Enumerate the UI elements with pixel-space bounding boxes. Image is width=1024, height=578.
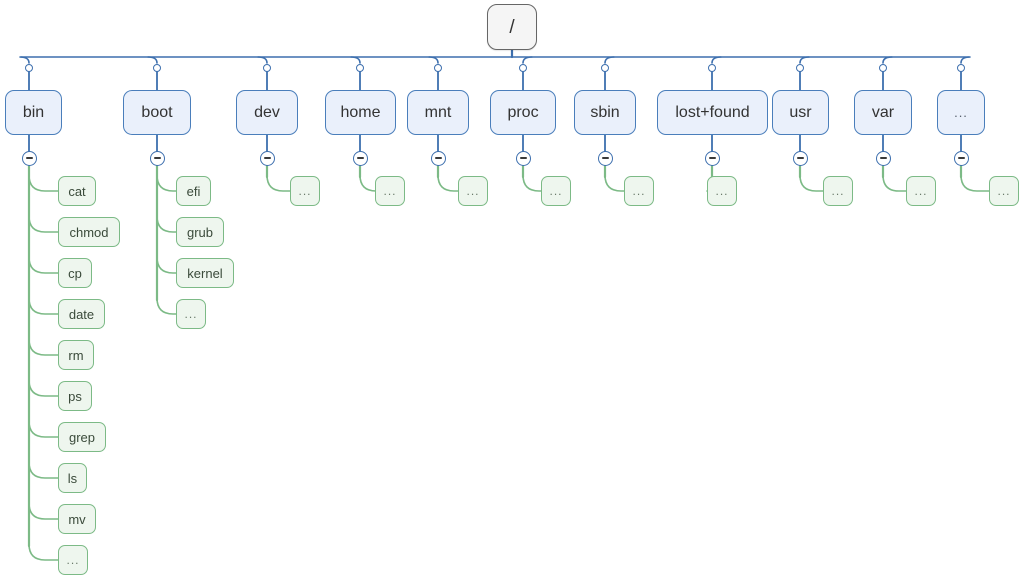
tree-node-bin-cp[interactable]: cp: [58, 258, 92, 288]
tree-node-boot-kernel[interactable]: kernel: [176, 258, 234, 288]
tree-node-home-ellipsis[interactable]: ...: [375, 176, 405, 206]
collapse-toggle-home[interactable]: [352, 150, 368, 166]
tree-node-boot-ellipsis[interactable]: ...: [176, 299, 206, 329]
tree-node-dev[interactable]: dev: [236, 90, 298, 135]
tree-node-bin-grep[interactable]: grep: [58, 422, 106, 452]
tree-node-sbin-ellipsis[interactable]: ...: [624, 176, 654, 206]
tree-node-bin-ls[interactable]: ls: [58, 463, 87, 493]
minus-icon: [879, 157, 887, 159]
tree-node-proc[interactable]: proc: [490, 90, 556, 135]
minus-icon: [263, 157, 271, 159]
collapse-toggle-dev[interactable]: [259, 150, 275, 166]
tree-node-root[interactable]: /: [487, 4, 537, 50]
tree-node-mnt[interactable]: mnt: [407, 90, 469, 135]
tree-node-bin-ellipsis[interactable]: ...: [58, 545, 88, 575]
minus-icon: [796, 157, 804, 159]
tree-node-var[interactable]: var: [854, 90, 912, 135]
tree-node-usr-ellipsis[interactable]: ...: [823, 176, 853, 206]
tree-node-boot-grub[interactable]: grub: [176, 217, 224, 247]
collapse-toggle-mnt[interactable]: [430, 150, 446, 166]
tree-node-mnt-ellipsis[interactable]: ...: [458, 176, 488, 206]
tree-node-ellipsis-ellipsis[interactable]: ...: [989, 176, 1019, 206]
branch-point-dot-dev: [263, 64, 271, 72]
tree-node-ellipsis[interactable]: ...: [937, 90, 985, 135]
collapse-toggle-lost-found[interactable]: [704, 150, 720, 166]
tree-node-var-ellipsis[interactable]: ...: [906, 176, 936, 206]
tree-node-lost-found-ellipsis[interactable]: ...: [707, 176, 737, 206]
collapse-toggle-ellipsis[interactable]: [953, 150, 969, 166]
collapse-toggle-proc[interactable]: [515, 150, 531, 166]
tree-node-bin-date[interactable]: date: [58, 299, 105, 329]
collapse-toggle-usr[interactable]: [792, 150, 808, 166]
branch-point-dot-var: [879, 64, 887, 72]
tree-node-bin-rm[interactable]: rm: [58, 340, 94, 370]
tree-node-home[interactable]: home: [325, 90, 396, 135]
branch-point-dot-usr: [796, 64, 804, 72]
branch-point-dot-bin: [25, 64, 33, 72]
tree-node-bin[interactable]: bin: [5, 90, 62, 135]
minus-icon: [25, 157, 33, 159]
minus-icon: [957, 157, 965, 159]
collapse-toggle-bin[interactable]: [21, 150, 37, 166]
collapse-toggle-sbin[interactable]: [597, 150, 613, 166]
minus-icon: [708, 157, 716, 159]
tree-node-boot[interactable]: boot: [123, 90, 191, 135]
minus-icon: [153, 157, 161, 159]
branch-point-dot-mnt: [434, 64, 442, 72]
minus-icon: [601, 157, 609, 159]
branch-point-dot-lost-found: [708, 64, 716, 72]
tree-node-sbin[interactable]: sbin: [574, 90, 636, 135]
tree-node-proc-ellipsis[interactable]: ...: [541, 176, 571, 206]
branch-point-dot-ellipsis: [957, 64, 965, 72]
tree-node-bin-ps[interactable]: ps: [58, 381, 92, 411]
tree-node-usr[interactable]: usr: [772, 90, 829, 135]
tree-node-boot-efi[interactable]: efi: [176, 176, 211, 206]
branch-point-dot-home: [356, 64, 364, 72]
collapse-toggle-boot[interactable]: [149, 150, 165, 166]
tree-node-dev-ellipsis[interactable]: ...: [290, 176, 320, 206]
minus-icon: [356, 157, 364, 159]
branch-point-dot-sbin: [601, 64, 609, 72]
branch-point-dot-boot: [153, 64, 161, 72]
minus-icon: [519, 157, 527, 159]
branch-point-dot-proc: [519, 64, 527, 72]
tree-node-bin-chmod[interactable]: chmod: [58, 217, 120, 247]
tree-node-bin-mv[interactable]: mv: [58, 504, 96, 534]
collapse-toggle-var[interactable]: [875, 150, 891, 166]
minus-icon: [434, 157, 442, 159]
tree-node-lost-found[interactable]: lost+found: [657, 90, 768, 135]
tree-node-bin-cat[interactable]: cat: [58, 176, 96, 206]
